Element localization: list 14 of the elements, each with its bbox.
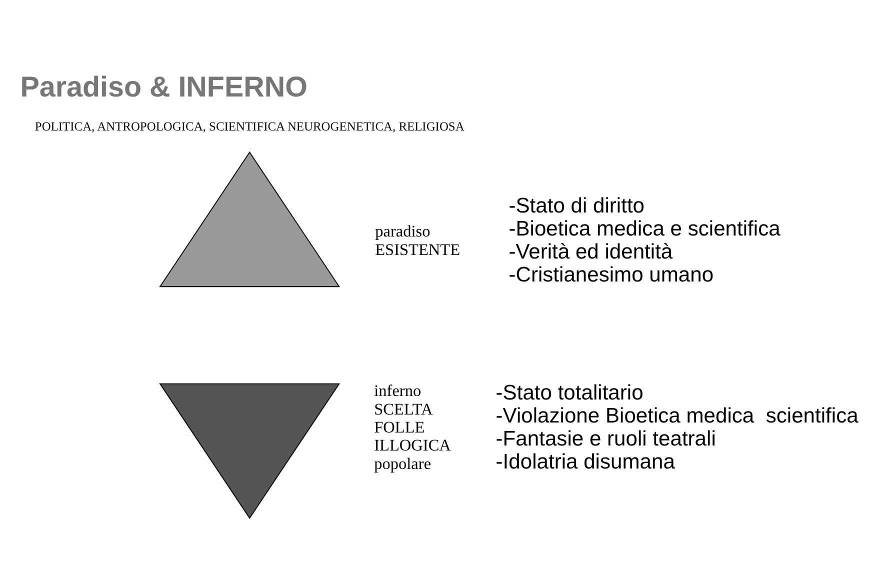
label: POLITICA, ANTROPOLOGICA, SCIENTIFICA NEUROGENETICA, RELIGIOSA xyxy=(34,119,464,134)
node-label: -Idolatria disumana xyxy=(496,450,675,473)
node-label: -Cristianesimo umano xyxy=(508,263,714,286)
node-label: -Verità ed identità xyxy=(508,240,673,264)
node-label: -Stato di diritto xyxy=(508,194,645,218)
node-label: -Fantasie e ruoli teatrali xyxy=(496,426,716,450)
node-triangle xyxy=(159,150,340,287)
node-label: -Violazione Bioetica medica scientifica xyxy=(496,404,858,427)
node-label: inferno SCELTA FOLLE ILLOGICA popolare xyxy=(374,380,451,472)
node-invtriangle xyxy=(159,382,340,519)
diagram-title: Paradiso & INFERNO xyxy=(20,71,308,104)
node-label: -Bioetica medica e scientifica xyxy=(508,217,780,240)
node-label: -Stato totalitario xyxy=(496,380,644,404)
node-label: paradiso ESISTENTE xyxy=(375,221,460,258)
